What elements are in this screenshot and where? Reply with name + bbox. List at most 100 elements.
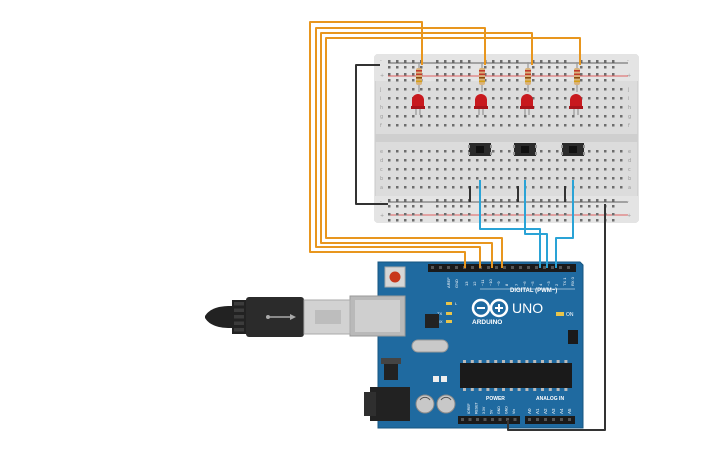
resistor-band <box>416 70 422 72</box>
breadboard-hole <box>388 150 391 153</box>
l-led <box>446 302 452 305</box>
breadboard-hole <box>420 177 423 180</box>
power-header <box>458 416 520 424</box>
tx-label: TX <box>437 311 442 316</box>
rail-hole <box>596 60 599 63</box>
breadboard-hole <box>556 97 559 100</box>
rail-hole <box>420 66 423 69</box>
rail-hole <box>436 66 439 69</box>
chip-pin <box>533 388 537 391</box>
header-pin <box>471 266 474 269</box>
power-pin-label: 3.3V <box>482 406 486 414</box>
chip-pin <box>541 360 544 363</box>
breadboard-hole <box>588 150 591 153</box>
breadboard-hole <box>452 168 455 171</box>
row-letter: f <box>628 123 630 129</box>
breadboard-hole <box>404 159 407 162</box>
breadboard-hole <box>612 97 615 100</box>
breadboard-hole <box>460 168 463 171</box>
chip-pin <box>494 388 498 391</box>
breadboard-hole <box>604 106 607 109</box>
breadboard-hole <box>404 106 407 109</box>
breadboard-hole <box>540 124 543 127</box>
breadboard-hole <box>444 159 447 162</box>
header-pin <box>543 266 546 269</box>
breadboard-hole <box>516 115 519 118</box>
crystal <box>411 339 449 353</box>
breadboard-hole <box>508 124 511 127</box>
breadboard-hole <box>452 97 455 100</box>
rail-hole <box>484 79 487 82</box>
header-pin <box>431 266 434 269</box>
breadboard-hole <box>468 88 471 91</box>
breadboard-hole <box>516 88 519 91</box>
rail-hole <box>516 60 519 63</box>
breadboard-hole <box>444 177 447 180</box>
rail-hole <box>588 66 591 69</box>
rail-hole <box>460 66 463 69</box>
breadboard-hole <box>452 106 455 109</box>
black-wire-gnd-to-board <box>507 204 606 431</box>
l-label: L <box>455 301 458 306</box>
rail-hole <box>540 73 543 76</box>
reset-button-cap <box>389 271 401 283</box>
breadboard-hole <box>548 88 551 91</box>
rail-hole <box>604 73 607 76</box>
rail-hole <box>612 219 615 222</box>
icsp-header <box>568 330 578 344</box>
rail-hole <box>604 79 607 82</box>
resistor <box>416 62 422 92</box>
breadboard-hole <box>508 168 511 171</box>
rail-hole <box>596 219 599 222</box>
header-pin <box>513 418 517 421</box>
breadboard-hole <box>428 159 431 162</box>
row-letter: g <box>380 114 383 120</box>
resistor-band <box>416 80 422 83</box>
rail-hole <box>596 213 599 216</box>
rail-hole <box>484 219 487 222</box>
pin-label-aref: AREF <box>446 277 451 288</box>
breadboard-hole <box>500 159 503 162</box>
breadboard-hole <box>460 124 463 127</box>
breadboard-hole <box>428 168 431 171</box>
header-pin <box>498 418 502 421</box>
breadboard-hole <box>532 177 535 180</box>
rail-hole <box>460 60 463 63</box>
rail-hole <box>596 73 599 76</box>
rail-hole <box>396 199 399 202</box>
breadboard-hole <box>540 88 543 91</box>
breadboard-hole <box>404 88 407 91</box>
orange-wire-led-2 <box>315 27 486 268</box>
breadboard-hole <box>620 115 623 118</box>
breadboard-hole <box>612 106 615 109</box>
breadboard-hole <box>476 88 479 91</box>
breadboard-hole <box>556 186 559 189</box>
rail-hole <box>444 205 447 208</box>
header-pin <box>560 418 563 421</box>
chip-pin <box>463 388 466 391</box>
breadboard-hole <box>564 168 567 171</box>
breadboard-hole <box>388 88 391 91</box>
rail-hole <box>436 199 439 202</box>
breadboard-hole <box>396 177 399 180</box>
rail-hole <box>444 199 447 202</box>
breadboard-hole <box>452 186 455 189</box>
rail-hole <box>500 66 503 69</box>
row-letter: c <box>380 167 383 173</box>
rail-hole <box>540 60 543 63</box>
chip-pin <box>470 360 474 363</box>
header-pin <box>439 266 442 269</box>
breadboard-hole <box>580 88 583 91</box>
breadboard-hole <box>572 177 575 180</box>
rail-hole <box>412 213 415 216</box>
rail-hole <box>548 205 551 208</box>
digital-pin-label: 4 <box>538 283 543 286</box>
breadboard-hole <box>516 106 519 109</box>
rail-hole <box>508 219 511 222</box>
resistor-band <box>479 80 485 83</box>
power-pin-label: Vin <box>512 409 516 414</box>
breadboard-hole <box>540 177 543 180</box>
rail-hole <box>548 60 551 63</box>
breadboard-hole <box>444 115 447 118</box>
